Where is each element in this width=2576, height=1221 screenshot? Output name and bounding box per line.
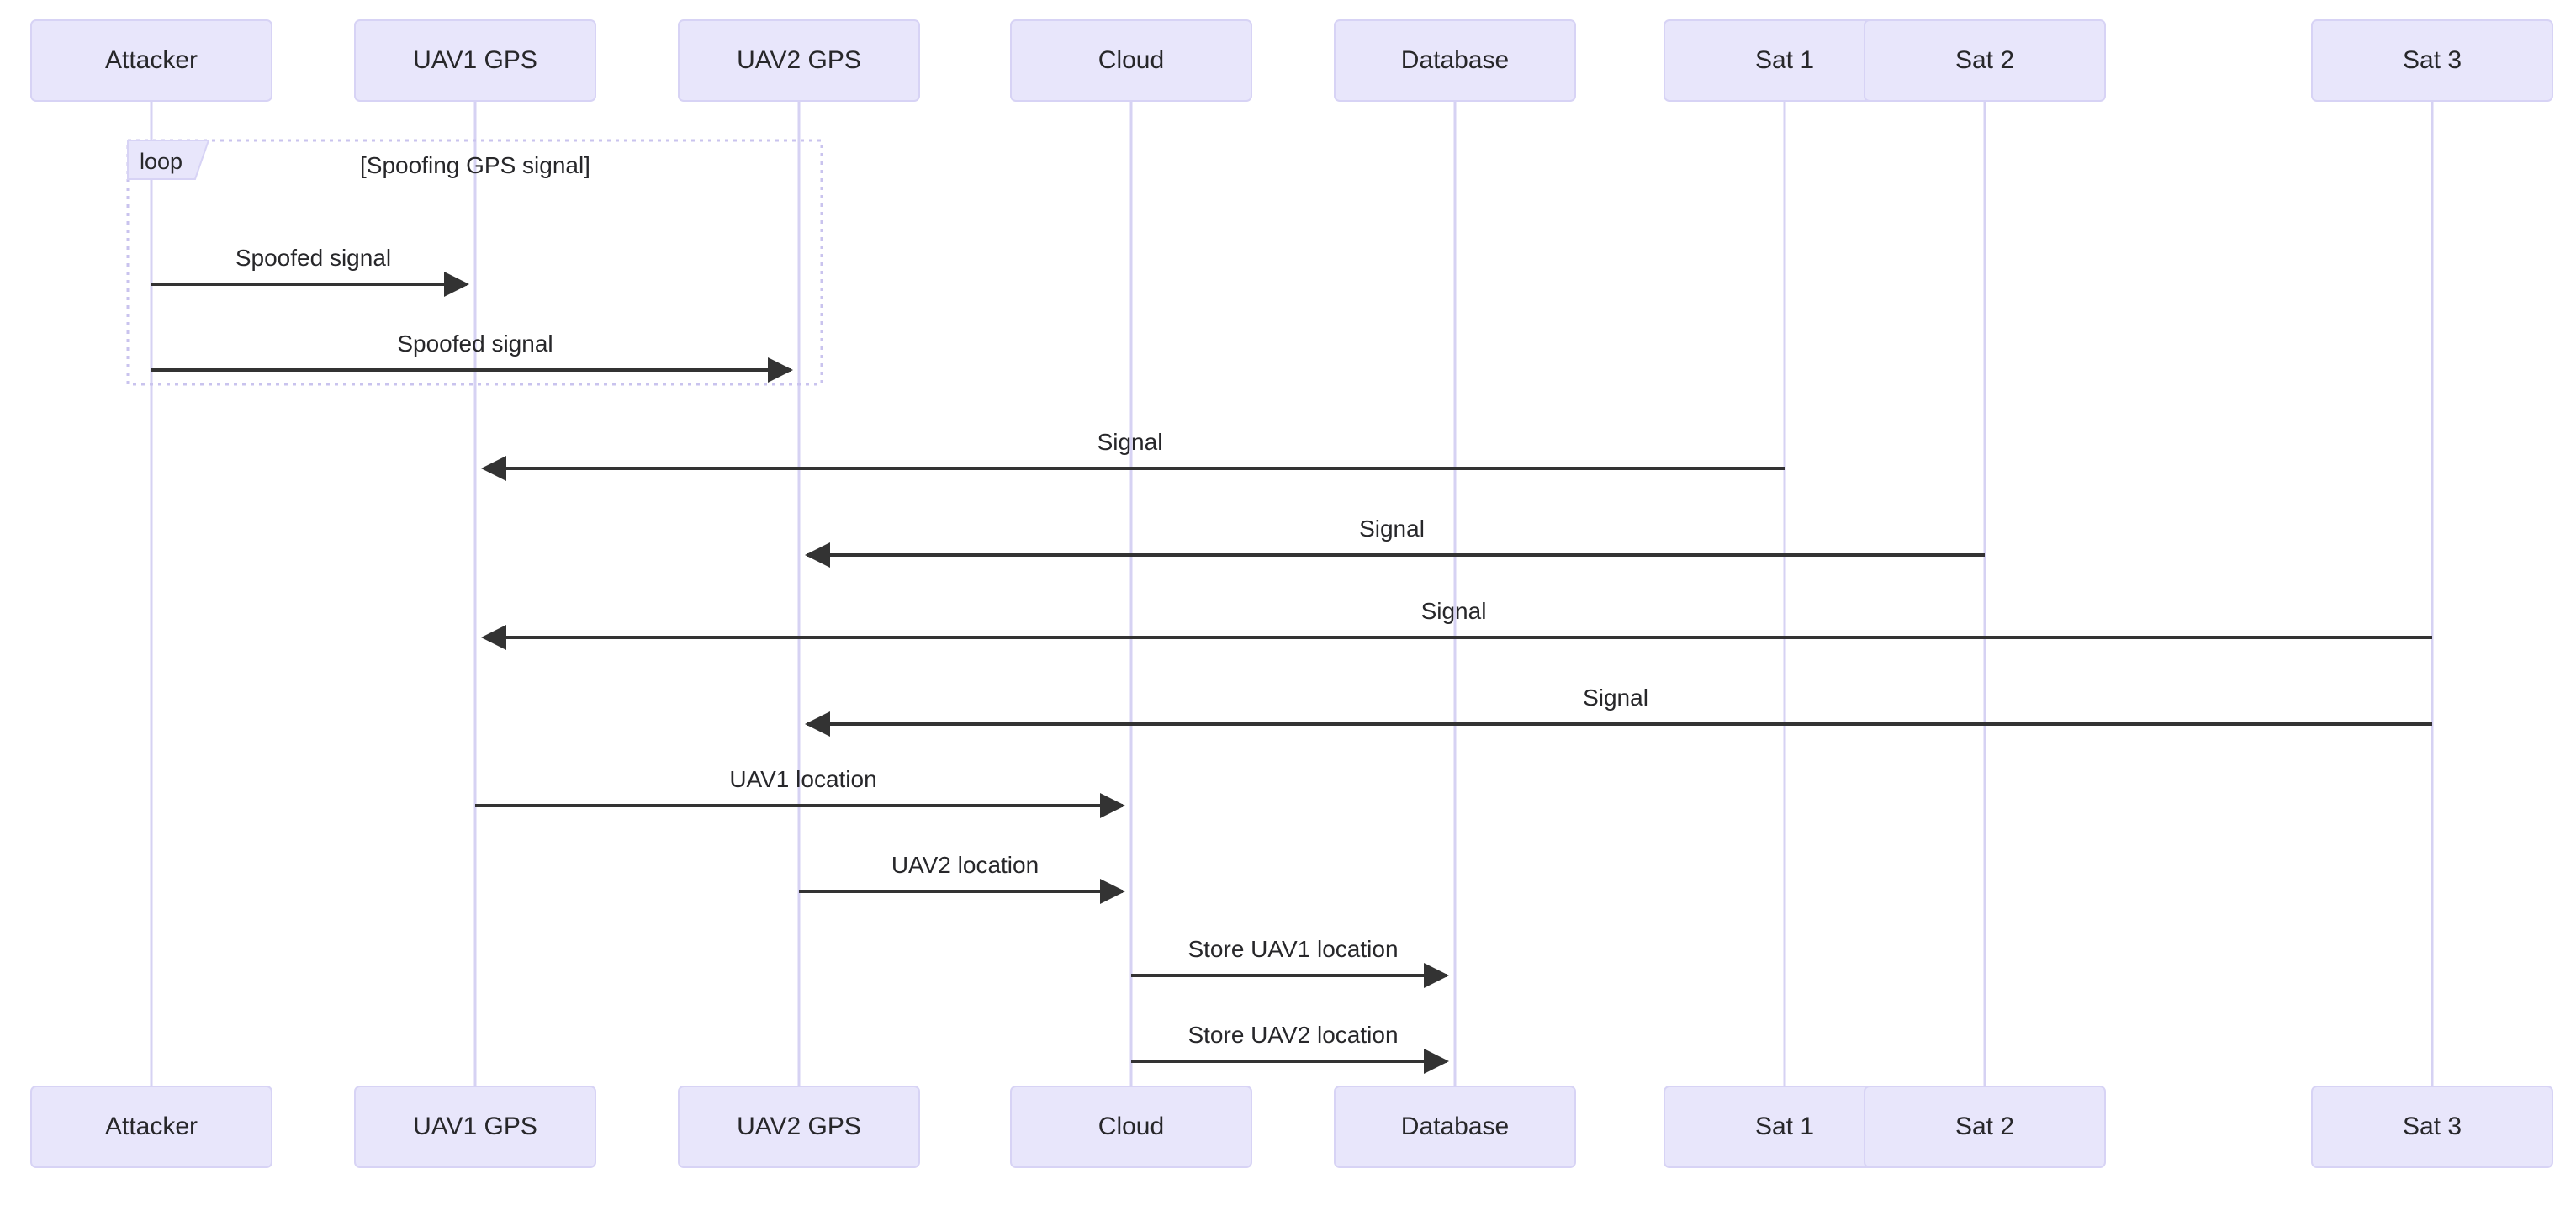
participant-box: [2311, 19, 2553, 102]
participant-label: UAV1 GPS: [413, 1113, 537, 1140]
participant-sat2-bottom[interactable]: Sat 2: [1864, 1086, 2106, 1168]
message-label: Signal: [1421, 598, 1487, 624]
participant-label: Database: [1401, 46, 1509, 74]
participant-sat3-top[interactable]: Sat 3: [2311, 19, 2553, 102]
participant-label: Sat 3: [2403, 46, 2462, 74]
participant-sat2-top[interactable]: Sat 2: [1864, 19, 2106, 102]
participant-label: Sat 2: [1955, 1113, 2014, 1140]
actors-bottom-layer: Attacker UAV1 GPS UAV2 GPS Cloud Database Sat…: [30, 1086, 2553, 1168]
participant-label: Cloud: [1098, 46, 1164, 74]
message-m7[interactable]: UAV1 location: [475, 766, 1125, 818]
participant-label: Attacker: [105, 46, 198, 74]
participant-box: [30, 19, 272, 102]
participant-label: UAV1 GPS: [413, 46, 537, 74]
message-label: Spoofed signal: [397, 330, 553, 357]
participant-box: [1864, 1086, 2106, 1168]
message-label: Store UAV2 location: [1187, 1022, 1398, 1048]
message-m3[interactable]: Signal: [481, 429, 1785, 481]
participant-database-top[interactable]: Database: [1334, 19, 1576, 102]
participant-attacker-top[interactable]: Attacker: [30, 19, 272, 102]
message-m1[interactable]: Spoofed signal: [151, 245, 469, 297]
fragment-tab: [127, 140, 210, 180]
participant-box: [1334, 1086, 1576, 1168]
participant-label: Sat 1: [1755, 46, 1814, 74]
participant-box: [678, 19, 920, 102]
message-m9[interactable]: Store UAV1 location: [1131, 936, 1449, 988]
participant-box: [678, 1086, 920, 1168]
participant-label: Database: [1401, 1113, 1509, 1140]
participant-label: UAV2 GPS: [737, 1113, 861, 1140]
participant-box: [354, 1086, 596, 1168]
message-m10[interactable]: Store UAV2 location: [1131, 1022, 1449, 1074]
participant-uav2gps-bottom[interactable]: UAV2 GPS: [678, 1086, 920, 1168]
message-m6[interactable]: Signal: [805, 684, 2432, 737]
participant-label: UAV2 GPS: [737, 46, 861, 74]
participant-box: [1010, 1086, 1252, 1168]
participant-label: Sat 1: [1755, 1113, 1814, 1140]
message-label: Signal: [1359, 515, 1425, 542]
participant-box: [1334, 19, 1576, 102]
participant-attacker-bottom[interactable]: Attacker: [30, 1086, 272, 1168]
participant-label: Cloud: [1098, 1113, 1164, 1140]
message-label: Signal: [1098, 429, 1163, 455]
participant-database-bottom[interactable]: Database: [1334, 1086, 1576, 1168]
fragment-tab-label: loop: [140, 149, 182, 174]
participant-label: Sat 3: [2403, 1113, 2462, 1140]
fragment-condition-label: [Spoofing GPS signal]: [360, 152, 590, 178]
fragments-layer: loop [Spoofing GPS signal]: [126, 139, 823, 386]
participant-uav1gps-bottom[interactable]: UAV1 GPS: [354, 1086, 596, 1168]
actors-top-layer: Attacker UAV1 GPS UAV2 GPS Cloud Database Sat…: [30, 19, 2553, 102]
participant-cloud-top[interactable]: Cloud: [1010, 19, 1252, 102]
message-m4[interactable]: Signal: [805, 515, 1985, 568]
participant-box: [354, 19, 596, 102]
participant-label: Sat 2: [1955, 46, 2014, 74]
message-m2[interactable]: Spoofed signal: [151, 330, 793, 383]
message-label: Signal: [1583, 684, 1648, 711]
participant-uav1gps-top[interactable]: UAV1 GPS: [354, 19, 596, 102]
participant-box: [30, 1086, 272, 1168]
message-label: Store UAV1 location: [1187, 936, 1398, 962]
participant-label: Attacker: [105, 1113, 198, 1140]
message-label: Spoofed signal: [235, 245, 391, 271]
fragment-border: [126, 139, 823, 386]
participant-uav2gps-top[interactable]: UAV2 GPS: [678, 19, 920, 102]
participant-sat3-bottom[interactable]: Sat 3: [2311, 1086, 2553, 1168]
message-m8[interactable]: UAV2 location: [799, 852, 1125, 904]
participant-cloud-bottom[interactable]: Cloud: [1010, 1086, 1252, 1168]
lifelines-layer: [150, 101, 2434, 1086]
participant-box: [1010, 19, 1252, 102]
participant-box: [2311, 1086, 2553, 1168]
participant-box: [1864, 19, 2106, 102]
message-label: UAV2 location: [891, 852, 1039, 878]
fragment-loop-spoofing: loop [Spoofing GPS signal]: [126, 139, 823, 386]
message-label: UAV1 location: [729, 766, 876, 792]
message-m5[interactable]: Signal: [481, 598, 2432, 650]
